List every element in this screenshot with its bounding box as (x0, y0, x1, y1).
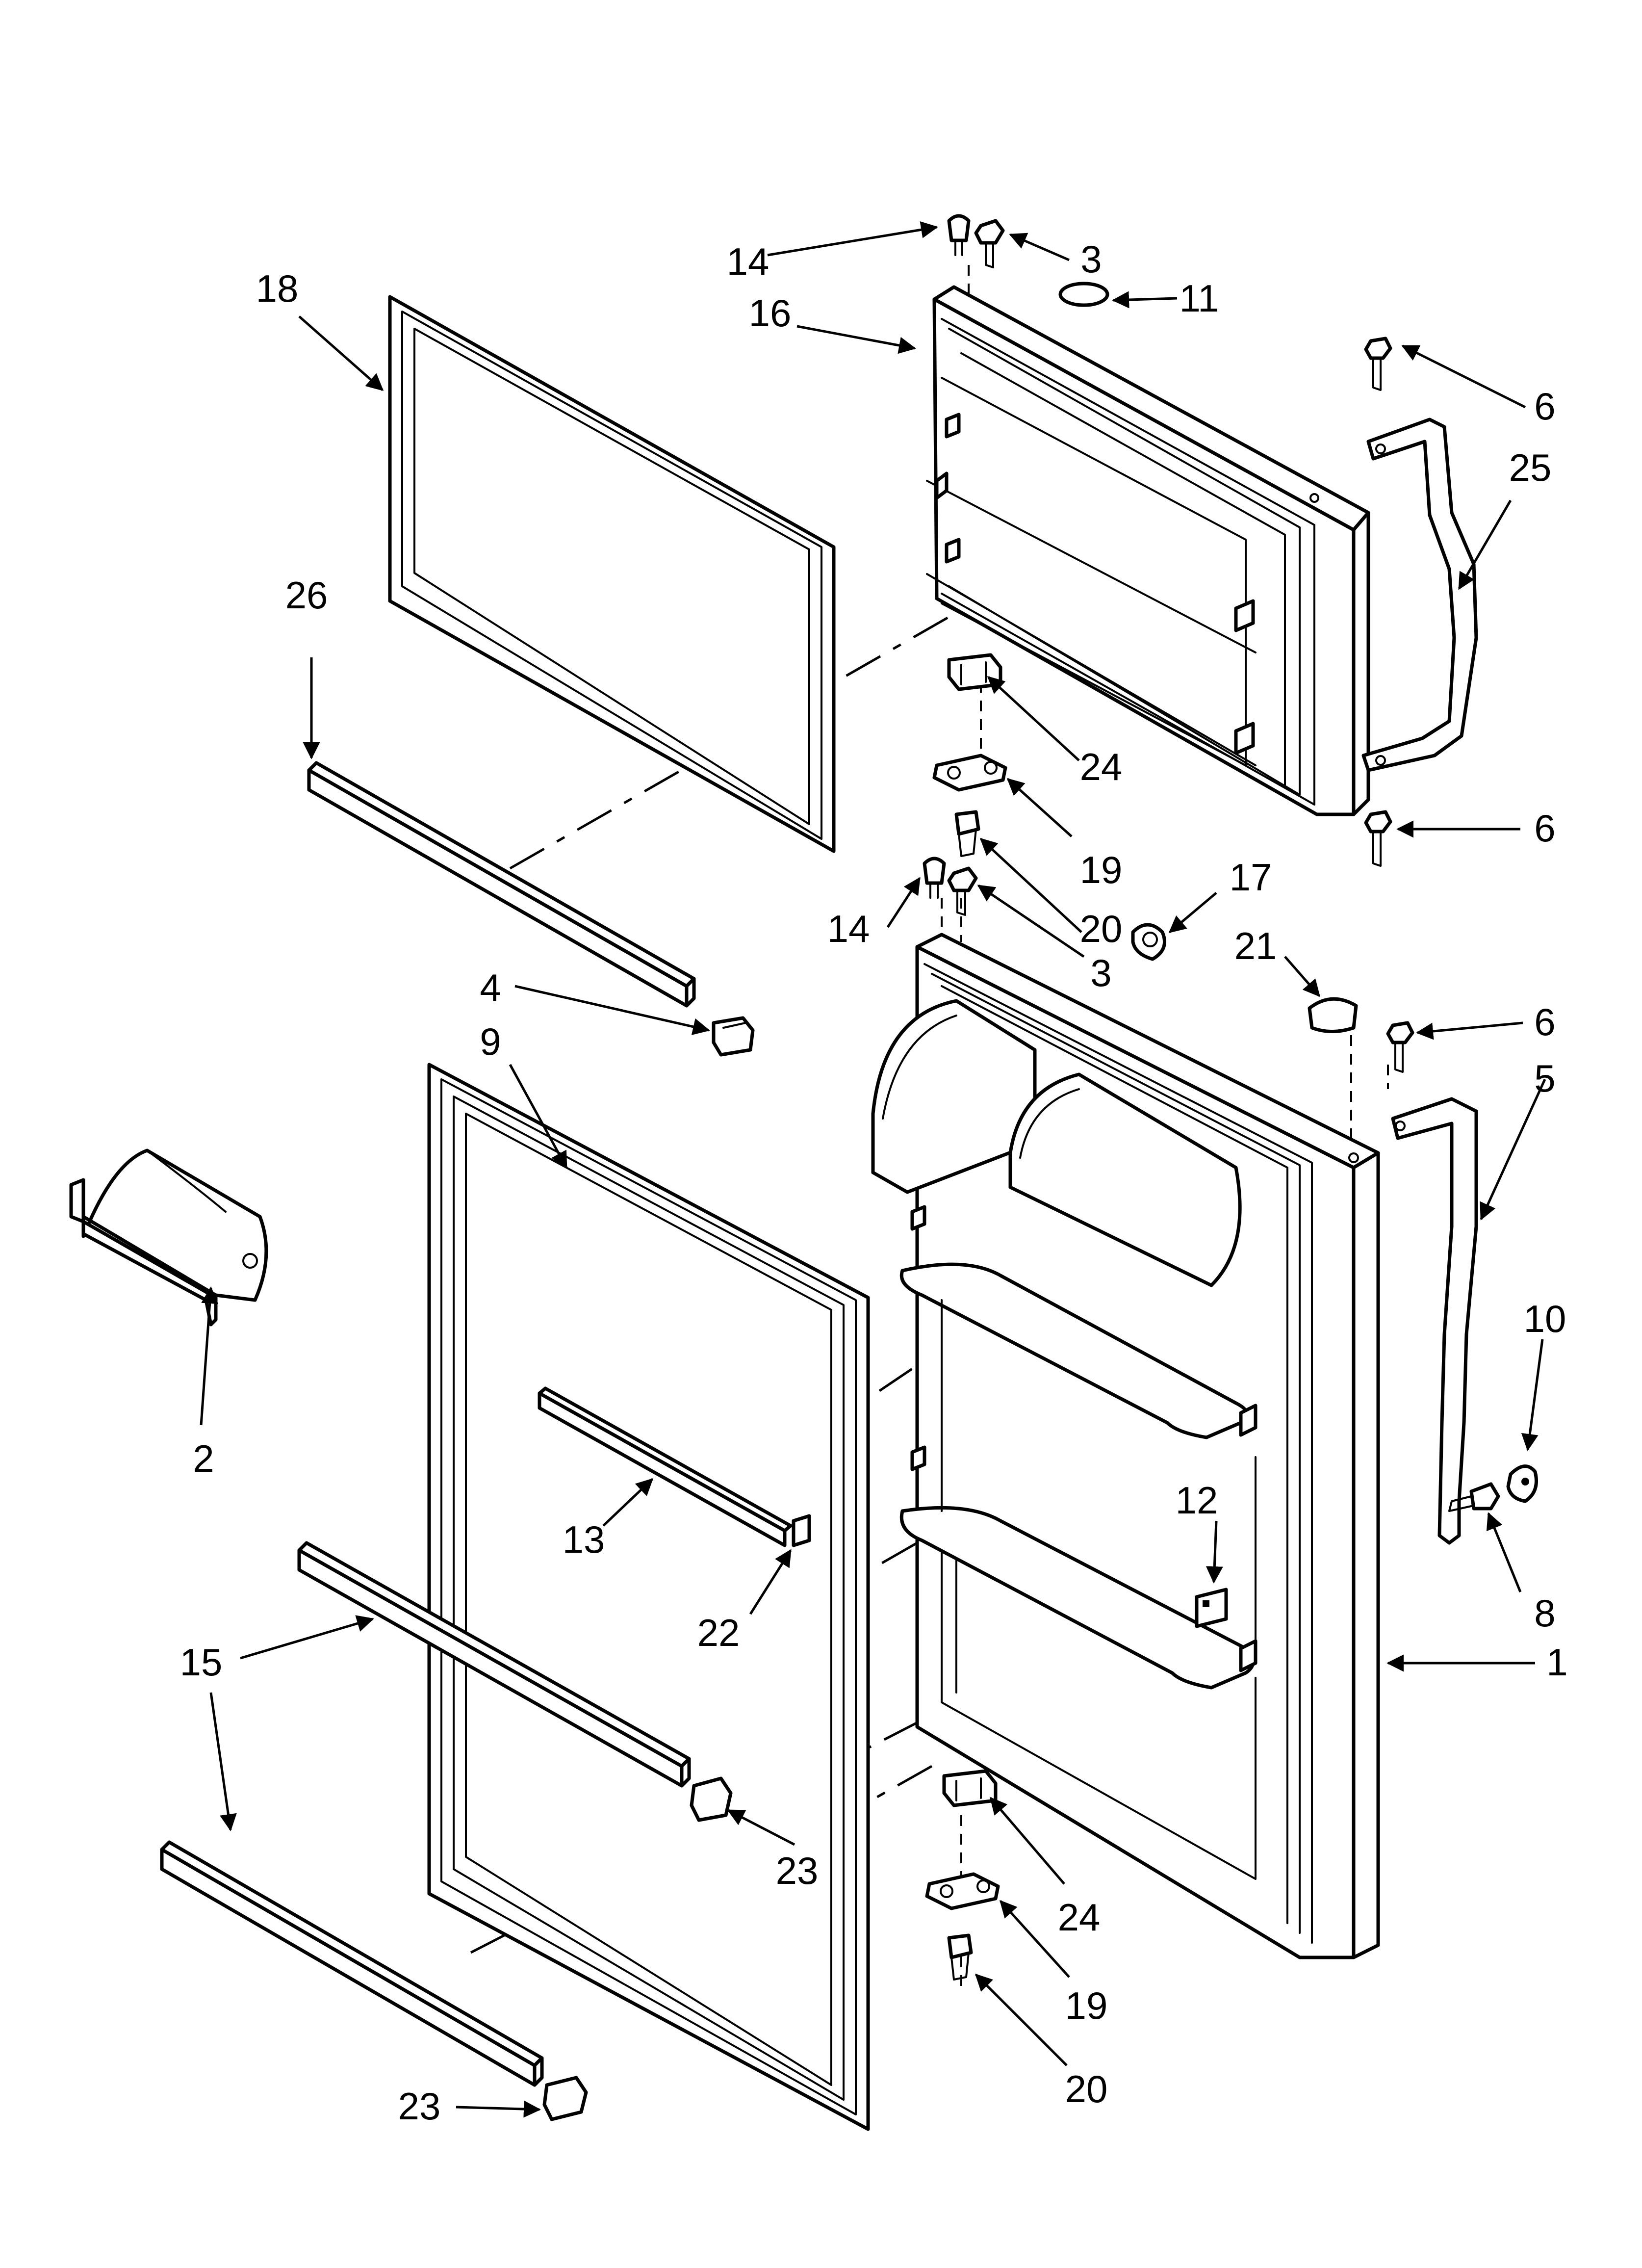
clip-part-23-mid (690, 1776, 733, 1822)
callout-6-low: 6 (1534, 1000, 1555, 1043)
clip-part-22 (792, 1514, 811, 1547)
callout-15: 15 (180, 1641, 223, 1684)
callout-24-top: 24 (1080, 745, 1123, 788)
callout-19-low: 19 (1065, 1984, 1108, 2027)
retainer-strip-part-15-upper (297, 1541, 691, 1788)
screw-part-6-low (1386, 1021, 1414, 1073)
plug-part-10 (1506, 1464, 1538, 1503)
callout-3-mid: 3 (1090, 951, 1111, 994)
callout-13: 13 (563, 1518, 605, 1561)
callout-23-low: 23 (398, 2085, 441, 2128)
screw-part-6-mid (1364, 810, 1392, 867)
callout-17: 17 (1230, 856, 1272, 899)
hinge-part-19-top (932, 754, 1007, 792)
callout-1: 1 (1546, 1641, 1567, 1684)
screw-part-3-top (974, 219, 1005, 268)
retainer-strip-part-15-lower (160, 1840, 544, 2087)
callout-3-top: 3 (1080, 237, 1102, 281)
cap-part-21 (1308, 997, 1358, 1033)
callout-6-top: 6 (1534, 385, 1555, 428)
callout-23-mid: 23 (776, 1849, 819, 1892)
callout-8: 8 (1534, 1591, 1555, 1635)
fresh-food-door (871, 933, 1380, 1959)
hinge-part-19-low (925, 1872, 1000, 1910)
callout-25: 25 (1509, 446, 1552, 489)
hinge-part-24-top (947, 653, 1002, 691)
dairy-door (69, 1148, 268, 1327)
leader-lines (200, 221, 1546, 2118)
callout-26: 26 (285, 574, 328, 617)
callout-labels: 14 3 11 16 18 6 25 26 24 6 19 17 21 14 2… (180, 237, 1568, 2128)
pin-part-14-mid (923, 857, 946, 899)
callout-18: 18 (256, 267, 299, 310)
freezer-gasket (388, 295, 836, 853)
callout-4: 4 (480, 966, 501, 1009)
callout-14-top: 14 (727, 240, 770, 283)
callout-19-top: 19 (1080, 848, 1123, 891)
fresh-food-handle (1391, 1097, 1478, 1545)
callout-6-mid: 6 (1534, 807, 1555, 850)
callout-22: 22 (697, 1611, 740, 1654)
fresh-food-gasket (427, 1063, 870, 2131)
callout-11: 11 (1180, 277, 1219, 320)
screw-part-6-top (1364, 337, 1392, 391)
cap-part-17 (1131, 923, 1166, 961)
callout-2: 2 (193, 1437, 214, 1480)
screw-part-8 (1448, 1482, 1500, 1512)
callout-24-low: 24 (1058, 1896, 1101, 1939)
freezer-door (926, 285, 1370, 816)
callout-12: 12 (1176, 1479, 1218, 1522)
clip-part-4 (712, 1016, 755, 1057)
callout-10: 10 (1524, 1297, 1566, 1340)
retainer-strip-part-13 (538, 1386, 793, 1547)
callout-20-top: 20 (1080, 907, 1123, 950)
callout-14-mid: 14 (827, 907, 870, 950)
freezer-retainer-strip (307, 761, 696, 1008)
callout-5: 5 (1534, 1057, 1555, 1100)
clip-part-23-low (542, 2076, 588, 2121)
screw-part-20-top (954, 810, 980, 857)
callout-16: 16 (749, 291, 792, 335)
callout-9: 9 (480, 1020, 501, 1063)
hinge-part-24-low (942, 1769, 998, 1807)
plug-part-11 (1058, 282, 1109, 307)
freezer-handle (1361, 417, 1478, 772)
callout-20-low: 20 (1065, 2067, 1108, 2111)
callout-21: 21 (1234, 924, 1277, 967)
screw-part-3-mid (947, 866, 978, 916)
pin-part-14-top (947, 214, 971, 256)
bracket-part-12 (1195, 1588, 1228, 1628)
screw-part-20-low (947, 1933, 973, 1981)
